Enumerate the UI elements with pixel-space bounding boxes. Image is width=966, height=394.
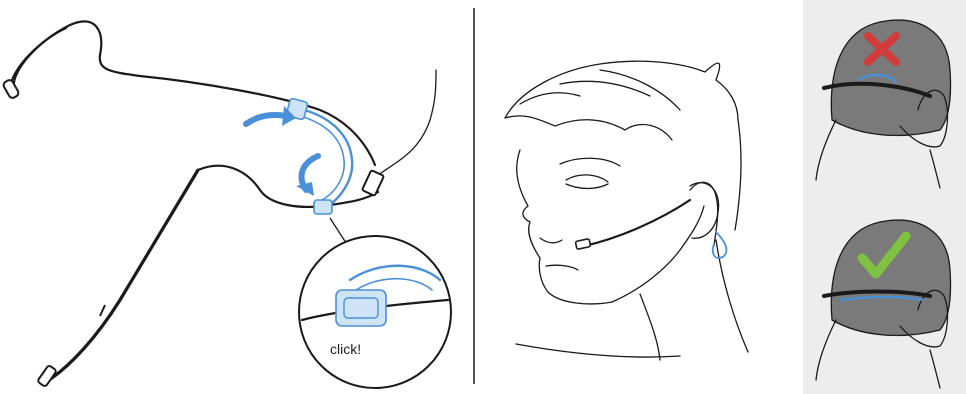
clip-bottom-piece (314, 200, 332, 214)
headset-clip-illustration: click! (2, 21, 451, 388)
click-label: click! (330, 341, 361, 357)
click-callout: click! (299, 236, 451, 388)
face-with-headset-illustration (505, 61, 748, 360)
curved-arrow-icon (296, 156, 318, 196)
